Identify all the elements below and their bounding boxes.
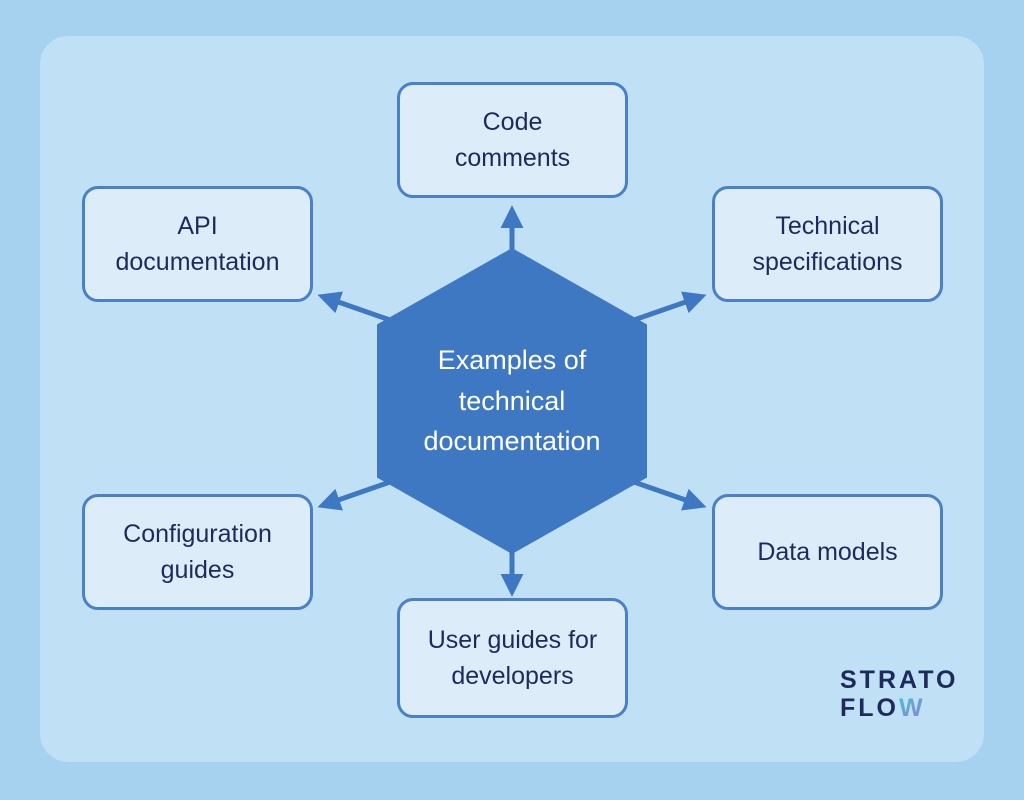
node-label: User guides for developers [427, 625, 598, 690]
stratoflow-logo: STRATO FLOW [840, 666, 958, 722]
node-api-documentation: API documentation [82, 186, 313, 302]
node-code-comments: Code comments [397, 82, 628, 198]
center-label: Examples of technical documentation [423, 345, 601, 457]
node-label: API documentation [115, 211, 280, 276]
node-configuration-guides: Configuration guides [82, 494, 313, 610]
node-label: Code comments [454, 107, 571, 172]
center-hexagon: Examples of technical documentation [377, 248, 647, 554]
logo-gradient-w: W [899, 694, 926, 722]
node-label: Technical specifications [752, 211, 903, 276]
node-label: Data models [757, 537, 898, 566]
node-data-models: Data models [712, 494, 943, 610]
node-user-guides-for-developers: User guides for developers [397, 598, 628, 718]
node-label: Configuration guides [123, 519, 272, 584]
node-technical-specifications: Technical specifications [712, 186, 943, 302]
logo-line-strato: STRATO [840, 666, 959, 694]
logo-line-flow: FLOW [840, 694, 926, 722]
